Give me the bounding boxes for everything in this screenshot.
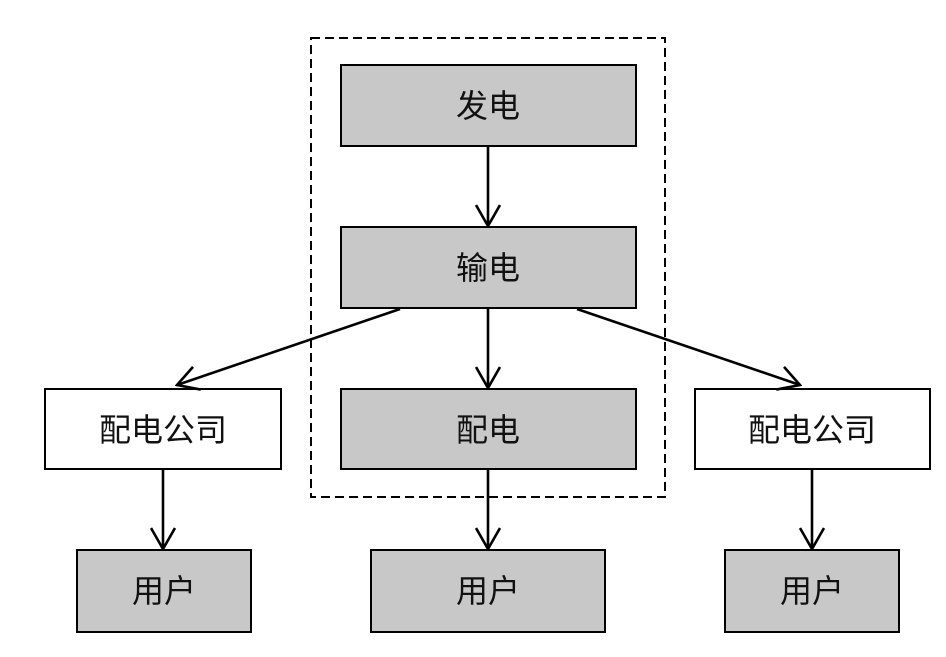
node-user-left-box — [76, 549, 252, 633]
node-user-left-label: 用户 — [132, 572, 196, 610]
node-user-center-box — [370, 549, 606, 633]
node-generation: 发电 — [340, 64, 637, 147]
node-dist-company-right-label: 配电公司 — [748, 411, 876, 449]
node-distribution: 配电 — [340, 388, 637, 470]
node-user-right-label: 用户 — [780, 572, 844, 610]
node-dist-company-right: 配电公司 — [694, 388, 931, 470]
node-user-right: 用户 — [724, 549, 900, 633]
node-user-center: 用户 — [370, 549, 606, 633]
node-generation-label: 发电 — [456, 87, 520, 125]
node-user-left: 用户 — [76, 549, 252, 633]
node-distribution-box — [340, 388, 637, 470]
node-user-center-label: 用户 — [456, 572, 520, 610]
node-transmission-label: 输电 — [456, 249, 520, 287]
node-distribution-label: 配电 — [456, 411, 520, 449]
node-user-right-box — [724, 549, 900, 633]
arrow-transmission-to-dist-company-right — [576, 307, 800, 385]
node-transmission-box — [340, 226, 637, 309]
node-dist-company-left: 配电公司 — [44, 388, 282, 470]
arrow-transmission-to-dist-company-left — [177, 307, 401, 385]
node-transmission: 输电 — [340, 226, 637, 309]
utility-boundary-dashed — [310, 37, 666, 498]
node-dist-company-left-label: 配电公司 — [99, 411, 227, 449]
